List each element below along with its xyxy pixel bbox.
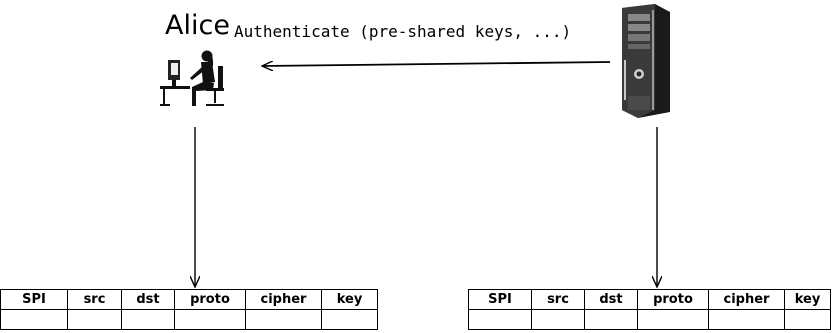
security-association-table-server: SPI src dst proto cipher key: [468, 289, 831, 330]
column-header-key: key: [321, 289, 378, 310]
tower-server-icon: [622, 4, 670, 118]
security-association-table-alice: SPI src dst proto cipher key: [0, 289, 378, 330]
table-header-row: SPI src dst proto cipher key: [0, 289, 378, 310]
column-header-dst: dst: [121, 289, 175, 310]
authenticate-message: Authenticate (pre-shared keys, ...): [234, 22, 572, 41]
column-header-spi: SPI: [468, 289, 532, 310]
column-header-cipher: cipher: [245, 289, 322, 310]
table-row: [0, 309, 378, 330]
alice-label: Alice: [165, 10, 230, 41]
authenticate-arrow: [262, 62, 611, 66]
table-cell: [0, 309, 68, 330]
table-cell: [245, 309, 322, 330]
table-cell: [531, 309, 585, 330]
table-cell: [174, 309, 246, 330]
table-cell: [784, 309, 831, 330]
column-header-dst: dst: [584, 289, 638, 310]
column-header-spi: SPI: [0, 289, 68, 310]
column-header-cipher: cipher: [708, 289, 785, 310]
table-cell: [121, 309, 175, 330]
table-row: [468, 309, 831, 330]
column-header-src: src: [531, 289, 585, 310]
table-cell: [67, 309, 122, 330]
column-header-key: key: [784, 289, 831, 310]
person-at-computer-icon: [160, 50, 224, 106]
column-header-proto: proto: [637, 289, 709, 310]
column-header-src: src: [67, 289, 122, 310]
table-cell: [708, 309, 785, 330]
table-cell: [584, 309, 638, 330]
table-cell: [321, 309, 378, 330]
table-header-row: SPI src dst proto cipher key: [468, 289, 831, 310]
table-cell: [468, 309, 532, 330]
column-header-proto: proto: [174, 289, 246, 310]
table-cell: [637, 309, 709, 330]
